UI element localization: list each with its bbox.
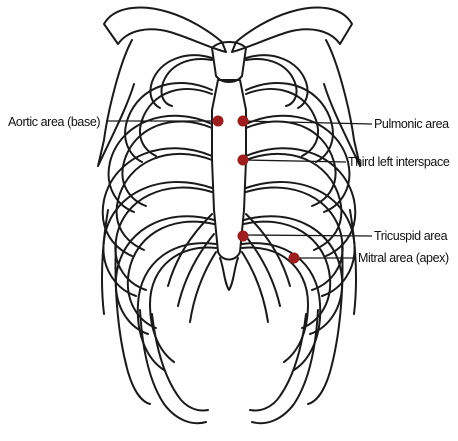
rib-cage-illustration: [98, 8, 360, 424]
mitral-area-label: Mitral area (apex): [358, 251, 449, 265]
tricuspid-area-marker: [238, 231, 249, 242]
tricuspid-area-label: Tricuspid area: [374, 229, 447, 243]
xiphoid: [220, 258, 238, 290]
right-costal-cartilage: [242, 214, 290, 322]
pulmonic-area-marker: [238, 116, 249, 127]
third-left-interspace-marker: [238, 155, 249, 166]
left-clavicle: [104, 8, 226, 52]
manubrium: [212, 42, 246, 82]
mitral-area-marker: [289, 253, 300, 264]
left-costal-cartilage: [168, 214, 216, 322]
right-ribs: [242, 55, 356, 423]
left-ribs: [102, 55, 216, 423]
aortic-area-label: Aortic area (base): [8, 115, 100, 129]
third-left-leader-line: [244, 160, 346, 162]
aortic-area-marker: [213, 116, 224, 127]
right-clavicle: [232, 8, 352, 52]
third-left-interspace-label: Third left interspace: [348, 155, 449, 169]
pulmonic-area-label: Pulmonic area: [374, 117, 449, 131]
